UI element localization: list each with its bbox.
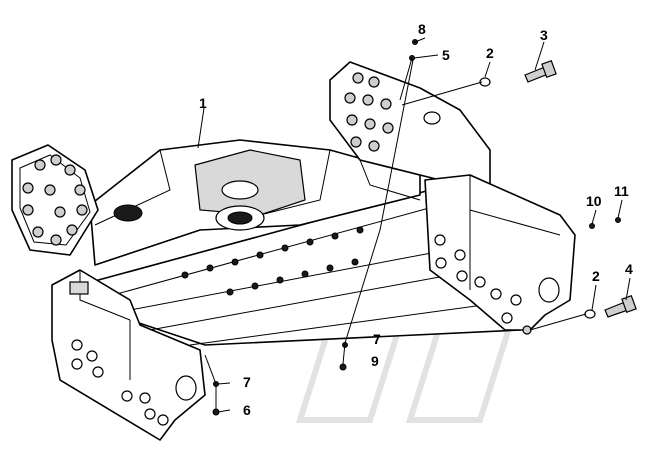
upper-mounting-plate — [329, 61, 491, 201]
callout-7-lower: 7 — [243, 374, 251, 390]
callout-2-lower: 2 — [592, 268, 600, 284]
callout-6: 6 — [243, 402, 251, 418]
callout-labels: 1 2 3 5 8 10 11 2 4 7 9 7 6 — [199, 21, 633, 418]
callout-7-middle: 7 — [373, 331, 381, 347]
callout-5: 5 — [442, 47, 450, 63]
callout-9: 9 — [371, 353, 379, 369]
right-side-bracket — [424, 174, 576, 335]
fasteners — [212, 39, 637, 416]
rail-bolt-row — [181, 226, 364, 296]
callout-3: 3 — [540, 27, 548, 43]
left-side-bracket — [51, 269, 206, 441]
left-coupling-plate — [11, 144, 99, 256]
callout-8: 8 — [418, 21, 426, 37]
callout-11: 11 — [614, 183, 629, 199]
callout-2-upper: 2 — [486, 45, 494, 61]
leader-lines — [197, 37, 631, 413]
callout-4: 4 — [625, 261, 633, 277]
callout-10: 10 — [586, 193, 602, 209]
callout-1: 1 — [199, 95, 207, 111]
